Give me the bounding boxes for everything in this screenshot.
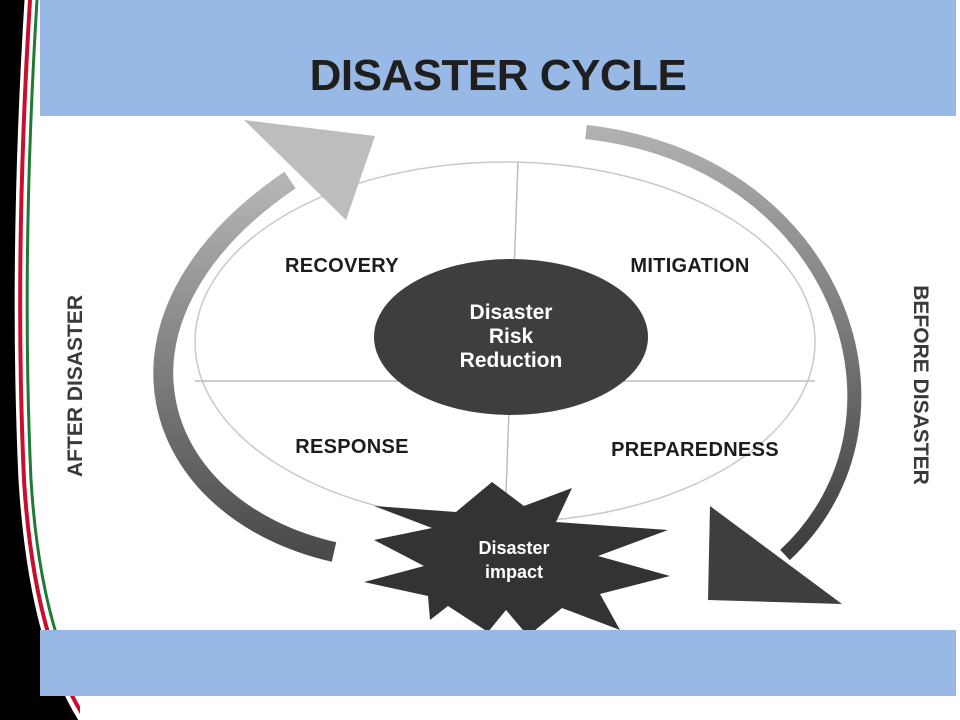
- impact-label-line2: impact: [485, 562, 543, 582]
- curved-arrow-before-disaster-icon: [585, 125, 862, 604]
- footer-band: [40, 630, 956, 696]
- disaster-cycle-diagram: RECOVERY MITIGATION RESPONSE PREPAREDNES…: [64, 120, 932, 630]
- quadrant-preparedness-label: PREPAREDNESS: [611, 439, 779, 461]
- disaster-impact-burst-icon: Disaster impact: [364, 482, 670, 630]
- curved-arrow-after-disaster-icon: [153, 120, 375, 562]
- before-disaster-label: BEFORE DISASTER: [909, 285, 932, 485]
- center-label-line3: Reduction: [460, 349, 563, 372]
- title-band: [40, 0, 956, 116]
- after-disaster-label: AFTER DISASTER: [64, 295, 87, 477]
- center-label-line2: Risk: [489, 325, 534, 348]
- quadrant-mitigation-label: MITIGATION: [630, 255, 749, 277]
- quadrant-response-label: RESPONSE: [295, 436, 409, 458]
- slide-title: DISASTER CYCLE: [309, 51, 687, 100]
- quadrant-recovery-label: RECOVERY: [285, 255, 399, 277]
- center-label-line1: Disaster: [470, 301, 553, 324]
- impact-label-line1: Disaster: [478, 538, 549, 558]
- center-circle: Disaster Risk Reduction: [374, 259, 648, 415]
